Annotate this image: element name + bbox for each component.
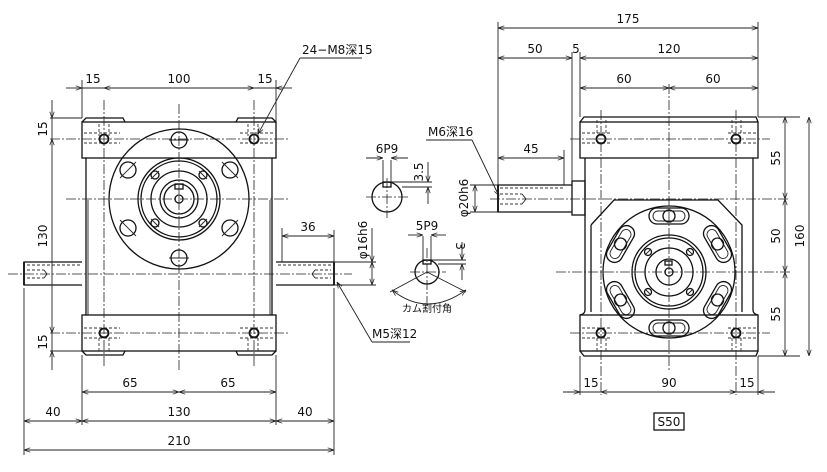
front-input-shaft-right [276, 261, 335, 286]
dim-label: φ16h6 [356, 221, 370, 259]
dim-label: 15 [739, 376, 754, 390]
input-key-detail: 6P9 3.5 [366, 142, 432, 218]
dim-label: 50 [527, 42, 542, 56]
dim-label: 60 [705, 72, 720, 86]
dim-label: 15 [257, 72, 272, 86]
dim-label: 60 [616, 72, 631, 86]
dim-label: 130 [36, 225, 50, 248]
shaft-tap-note: M6深16 [428, 125, 473, 139]
dim-label: 175 [617, 12, 640, 26]
dim-label: 210 [168, 434, 191, 448]
model-label: S50 [658, 415, 681, 429]
side-view [490, 84, 790, 395]
dim-label: 120 [658, 42, 681, 56]
front-input-shaft-left [23, 261, 82, 286]
dim-label: 100 [168, 72, 191, 86]
cam-angle-note: カム割付角 [402, 302, 452, 315]
dim-label: 65 [220, 376, 235, 390]
dim-label: 50 [769, 228, 783, 243]
dim-label: 65 [122, 376, 137, 390]
dim-label: 160 [793, 225, 807, 248]
dim-label: 90 [661, 376, 676, 390]
dim-label: 130 [168, 405, 191, 419]
dim-label: 15 [583, 376, 598, 390]
key-width-label: 6P9 [376, 142, 399, 156]
dim-label: 45 [523, 142, 538, 156]
dim-label: 15 [36, 121, 50, 136]
dim-label: 40 [45, 405, 60, 419]
key-width-label: 5P9 [416, 219, 439, 233]
dim-label: 55 [769, 150, 783, 165]
side-dimensions: 175 50 5 120 60 60 45 φ20h6 M6深16 55 50 … [426, 12, 809, 395]
key-depth-label: 3.5 [412, 162, 426, 181]
tapped-holes-note: 24−M8深15 [302, 43, 373, 57]
flange-bolt-holes [119, 131, 239, 267]
dim-label: 15 [36, 334, 50, 349]
dim-label: φ20h6 [457, 179, 471, 217]
output-key-detail: カム割付角 5P9 3 [389, 219, 467, 315]
model-label-box: S50 [653, 412, 685, 431]
front-dimensions: 15 100 15 15 130 15 65 65 40 130 40 210 [23, 43, 417, 455]
dim-label: 55 [769, 306, 783, 321]
front-body [85, 158, 273, 315]
dim-label: 15 [85, 72, 100, 86]
front-view [8, 100, 352, 370]
side-input-shaft [497, 180, 586, 216]
dim-label: 36 [300, 220, 315, 234]
dim-label: 40 [297, 405, 312, 419]
key-depth-label: 3 [453, 242, 467, 250]
shaft-tap-note: M5深12 [372, 327, 417, 341]
dial-tap-holes [643, 247, 695, 297]
dim-label: 5 [572, 42, 580, 56]
inner-tap-holes [150, 170, 208, 228]
